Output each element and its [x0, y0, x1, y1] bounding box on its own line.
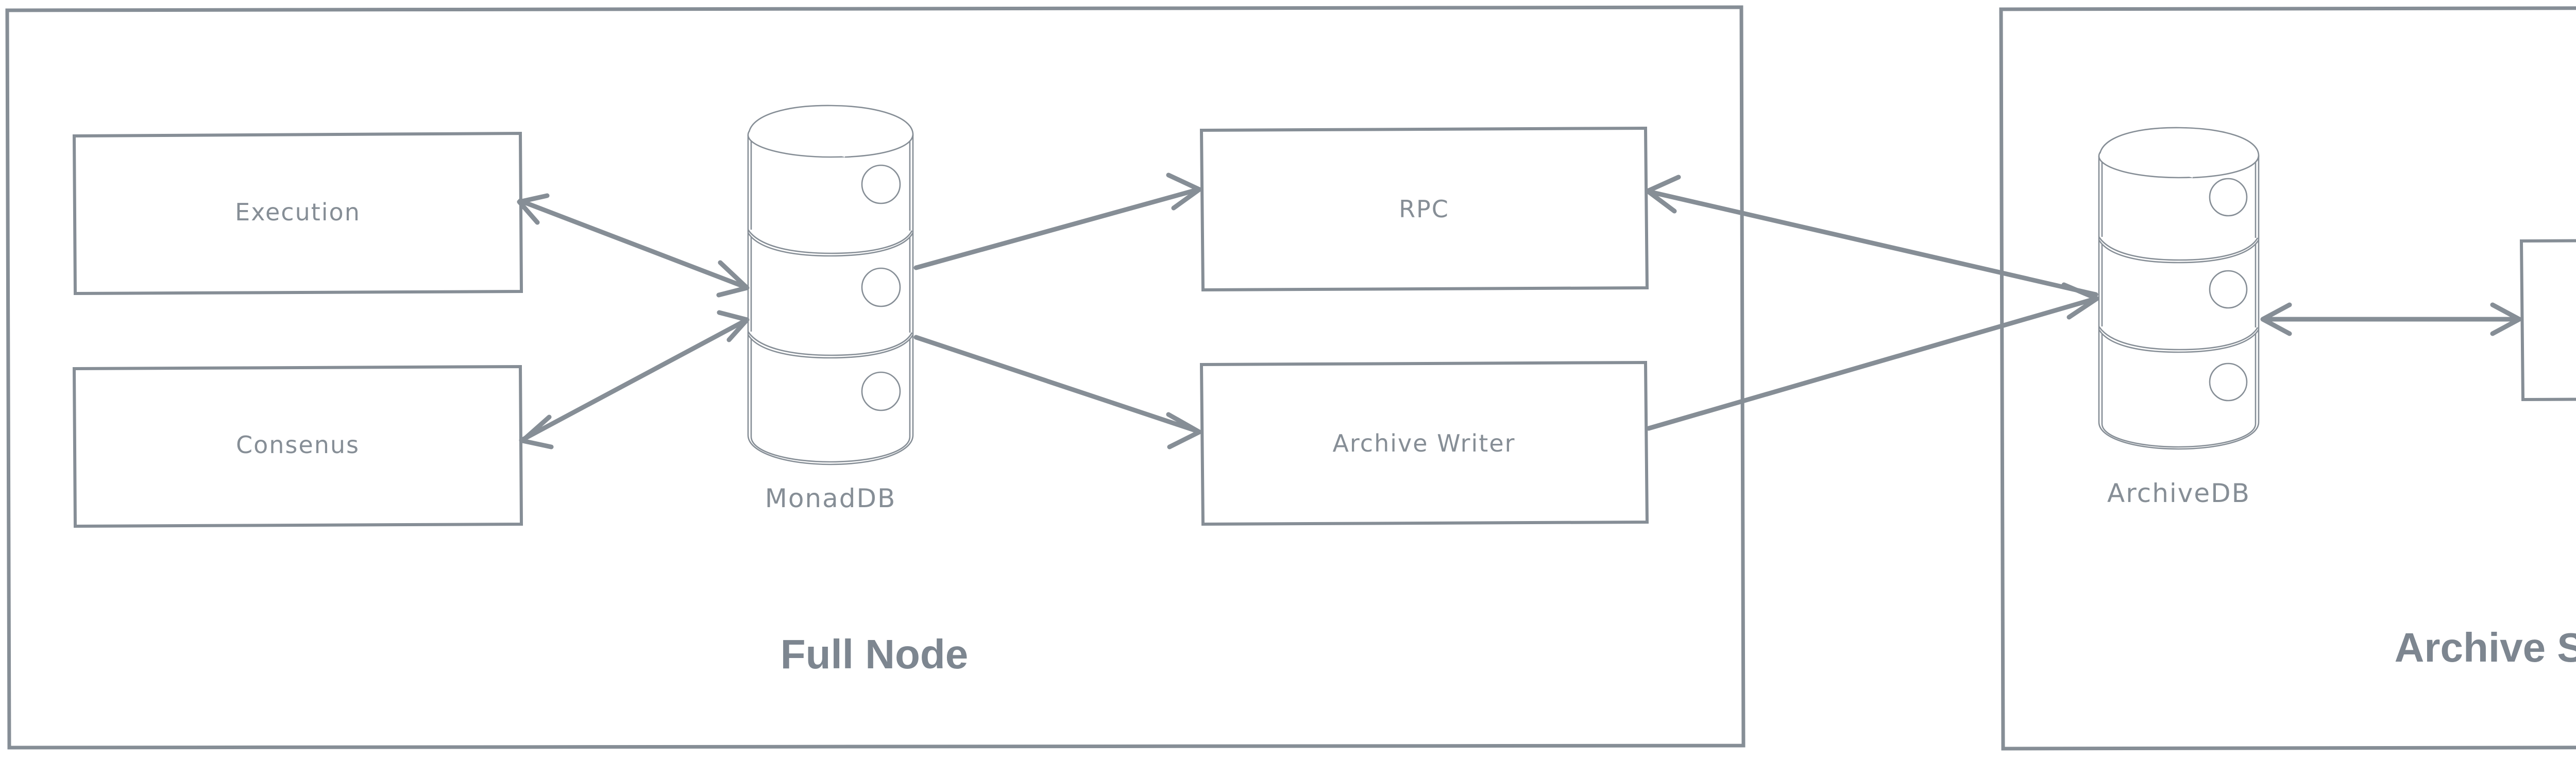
node-rpc-label: RPC — [1399, 195, 1449, 223]
node-archivedb-label: ArchiveDB — [2107, 478, 2250, 508]
node-consensus-label: Consenus — [236, 431, 360, 459]
node-monaddb-cylinder[interactable] — [747, 105, 914, 465]
edge-monaddb-rpc — [913, 172, 1202, 270]
node-consensus-rect[interactable] — [72, 365, 523, 528]
edge-archivedb-rpc — [1645, 175, 2098, 297]
node-rpc-rect[interactable] — [1199, 126, 1649, 292]
group-label-full-node: Full Node — [781, 631, 968, 677]
node-execution-rect[interactable] — [72, 131, 523, 296]
node-archivedb-cylinder[interactable] — [2098, 127, 2260, 450]
node-monaddb-label: MonadDB — [765, 483, 896, 513]
edge-monaddb-archive-writer — [913, 335, 1202, 449]
node-execution-label: Execution — [235, 198, 361, 226]
node-indexer-rect[interactable] — [2519, 239, 2576, 402]
node-archive-writer-rect[interactable] — [1199, 360, 1649, 526]
node-archive-writer-label: Archive Writer — [1332, 429, 1515, 457]
edge-archivedb-indexer — [2260, 302, 2522, 336]
edge-execution-monaddb — [517, 193, 750, 298]
edge-monaddb-consensus — [519, 310, 750, 449]
group-label-archive-server: Archive Server — [2395, 625, 2576, 670]
